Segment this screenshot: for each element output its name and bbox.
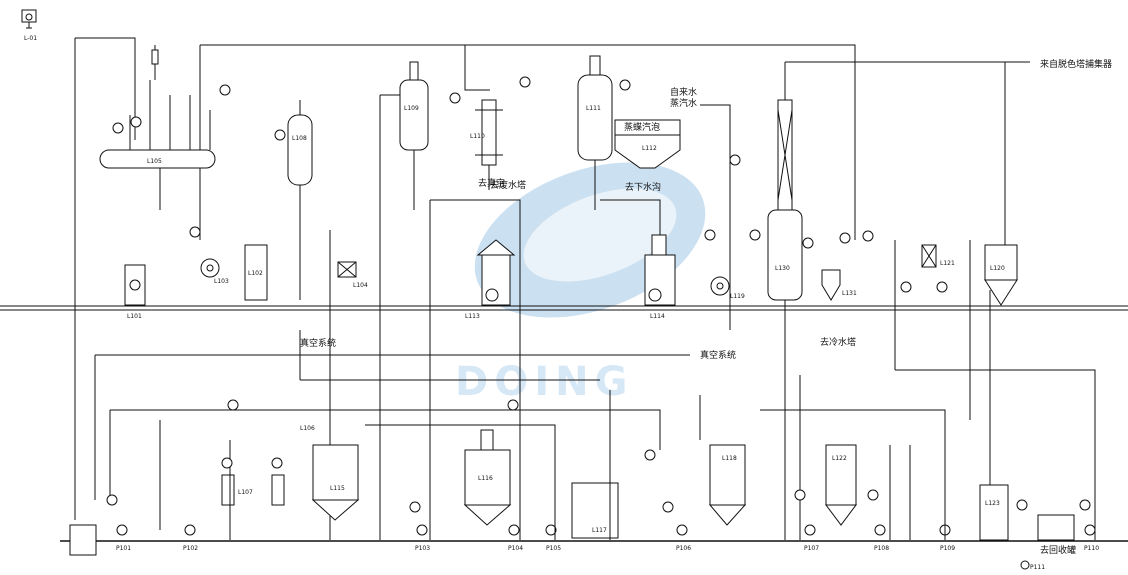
equipment-label-l105: L105 <box>147 158 162 165</box>
tank-left-bottom <box>69 524 97 556</box>
hook-icon: L-01 <box>21 9 37 42</box>
equipment-label-l122: L122 <box>832 455 847 462</box>
hook-label: L-01 <box>24 35 37 42</box>
watermark-text: DOING <box>455 359 633 405</box>
pump-label-p102: P102 <box>183 545 198 552</box>
tank-l116: L116 <box>463 429 512 526</box>
header-vessel-l105: L105 <box>99 45 216 210</box>
tank-l123: L123 去回收罐 <box>979 484 1076 556</box>
mixer-l101: L101 <box>124 264 146 320</box>
tank-l118: L118 <box>708 444 747 526</box>
column-l130: L130 <box>767 99 803 540</box>
equipment-label-l112: L112 <box>642 145 657 152</box>
tank-l115: L115 L106 <box>300 425 360 521</box>
tank-l117: L117 <box>571 482 619 539</box>
instruments <box>106 76 1091 513</box>
pump-label-p110: P110 <box>1084 545 1099 552</box>
label-vacuum-b: 真空系统 <box>700 349 736 361</box>
watermark: DOING <box>455 162 706 405</box>
equipment-label-l104: L104 <box>353 282 368 289</box>
equipment-label-l111: L111 <box>586 105 601 112</box>
label-steam-water: 蒸汽水 <box>670 97 697 109</box>
reactor-l111: L111 <box>577 55 613 210</box>
label-to-sewer: 去下水沟 <box>625 181 661 193</box>
filter-l131: L131 去冷水塔 <box>820 269 857 348</box>
equipment-label-l113: L113 <box>465 313 480 320</box>
condenser-l110: L110 去废水塔 <box>470 99 526 191</box>
pump-label-p105: P105 <box>546 545 561 552</box>
equipment-label-l117: L117 <box>592 527 607 534</box>
centrifuge-l113: L113 <box>465 239 516 320</box>
pump-label-p107: P107 <box>804 545 819 552</box>
equipment-label-l110: L110 <box>470 133 485 140</box>
platform-lines <box>0 305 1128 542</box>
equipment-label-l130: L130 <box>775 265 790 272</box>
filters-l107: L107 <box>221 474 285 506</box>
receiver-l120: L120 来自脱色塔捕集器 <box>984 58 1112 306</box>
equipment-label-l119: L119 <box>730 293 745 300</box>
equipment-label-l114: L114 <box>650 313 665 320</box>
pump-label-p111: P111 <box>1030 564 1045 571</box>
equipment-label-l102: L102 <box>248 270 263 277</box>
vessel-l108: L108 <box>287 100 313 300</box>
equipment-label-l106: L106 <box>300 425 315 432</box>
equipment-label-l107: L107 <box>238 489 253 496</box>
pump-label-p103: P103 <box>415 545 430 552</box>
pump-label-p104: P104 <box>508 545 523 552</box>
exchanger-l121: L121 <box>921 244 955 268</box>
pump-label-p101: P101 <box>116 545 131 552</box>
label-self-water: 自来水 <box>670 86 697 98</box>
label-vacuum-a: 真空系统 <box>300 337 336 349</box>
tank-l122: L122 <box>825 444 857 526</box>
equipment-label-l121: L121 <box>940 260 955 267</box>
filter-l104: L104 <box>337 261 368 289</box>
reactor-l109: L109 <box>399 61 429 210</box>
equipment-label-l109: L109 <box>404 105 419 112</box>
notes: 真空系统 真空系统 去真空 <box>300 177 736 361</box>
tank-l112: 蒸蝶汽泡 L112 自来水 蒸汽水 去下水沟 <box>614 86 697 193</box>
exchanger-l119: L119 <box>710 276 745 300</box>
label-from-decolor: 来自脱色塔捕集器 <box>1040 58 1112 70</box>
equipment-label-l123: L123 <box>985 500 1000 507</box>
lower-piping <box>94 330 946 540</box>
label-to-vacuum: 去真空 <box>478 177 505 189</box>
equipment-label-l115: L115 <box>330 485 345 492</box>
label-to-boiler: 去回收罐 <box>1040 544 1076 556</box>
equipment-label-l108: L108 <box>292 135 307 142</box>
equipment-label-l131: L131 <box>842 290 857 297</box>
equipment-label-l120: L120 <box>990 265 1005 272</box>
equipment-label-l118: L118 <box>722 455 737 462</box>
pump-row: P101 P102 P103 P104 P105 P106 P107 P108 … <box>116 524 1099 571</box>
pump-ring-l103: L103 <box>200 258 229 285</box>
pump-label-p106: P106 <box>676 545 691 552</box>
equipment-label-l116: L116 <box>478 475 493 482</box>
equipment-label-l103: L103 <box>214 278 229 285</box>
label-to-waste: 去废水塔 <box>490 179 526 191</box>
pump-label-p108: P108 <box>874 545 889 552</box>
label-steam-boil: 蒸蝶汽泡 <box>624 121 660 133</box>
mixer-l102: L102 <box>244 244 268 301</box>
label-to-cooling-tower: 去冷水塔 <box>820 336 856 348</box>
equipment-label-l101: L101 <box>127 313 142 320</box>
centrifuge-l114: L114 <box>644 234 676 320</box>
pump-label-p109: P109 <box>940 545 955 552</box>
